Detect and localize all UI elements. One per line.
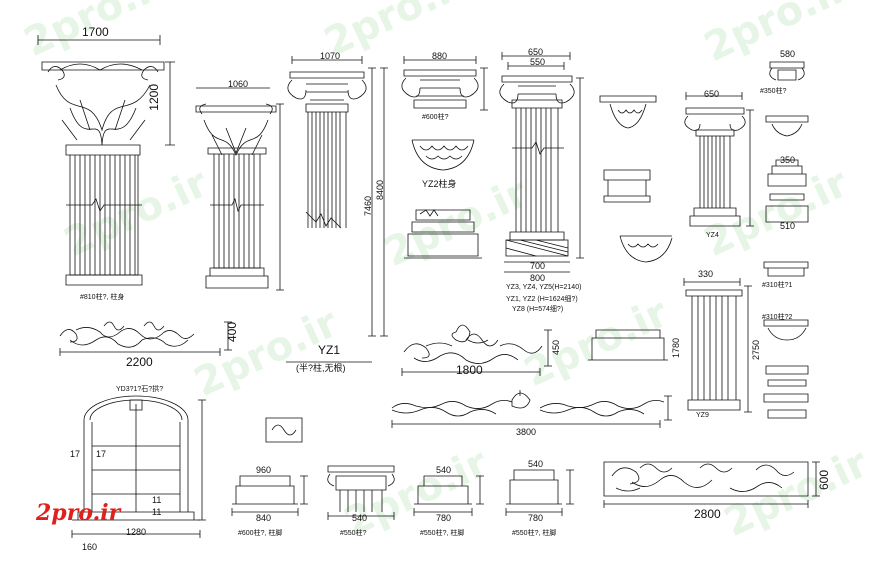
label-w11b: 11 <box>152 507 162 517</box>
dim-1280: 1280 <box>126 527 147 537</box>
caption-c7: #350柱? <box>760 88 787 95</box>
dim-510: 510 <box>780 221 796 231</box>
dim-600: 600 <box>817 470 831 491</box>
label-yz9: YZ9 <box>696 412 709 419</box>
label-yz8: YZ8 (H=574细?) <box>512 306 564 313</box>
column-base-550 <box>413 475 484 516</box>
caption-c4: #550柱? <box>340 530 367 537</box>
dim-540: 540 <box>352 513 368 523</box>
corinthian-column-large <box>37 35 175 286</box>
ionic-half-column-yz1 <box>286 56 388 363</box>
scroll-ornament-1800 <box>401 324 552 376</box>
caption-c8: #310柱?1 <box>762 282 793 289</box>
dim-580: 580 <box>780 49 796 59</box>
dim-650b: 650 <box>704 89 720 99</box>
label-window-title: YD3?1?石?拱? <box>116 386 164 393</box>
label-yz1-sub: (半?柱,无根) <box>296 363 346 373</box>
arched-window <box>71 395 206 538</box>
small-ornaments-column <box>588 95 673 361</box>
caption-c1: #810柱?, 柱身 <box>80 294 125 301</box>
dim-1070: 1070 <box>320 51 341 61</box>
ionic-column-large <box>499 52 584 273</box>
dim-880: 880 <box>432 51 448 61</box>
dim-540c: 540 <box>528 459 544 469</box>
dim-450: 450 <box>551 340 561 356</box>
site-logo: 2pro.ir <box>36 500 121 526</box>
label-w11a: 11 <box>152 495 162 505</box>
scroll-ornament-3800 <box>391 390 672 428</box>
dim-400: 400 <box>225 322 239 343</box>
small-column-pieces <box>763 61 809 419</box>
scroll-ornament-2200 <box>59 321 232 356</box>
ionic-column-yz4 <box>684 92 754 227</box>
ionic-capital-880 <box>401 56 488 111</box>
label-yz4: YZ4 <box>706 232 719 239</box>
label-yz2-title: YZ2柱身 <box>422 179 457 189</box>
label-yz3: YZ3, YZ4, YZ5(H=2140) <box>506 284 582 291</box>
caption-c6: #550柱?, 柱脚 <box>512 530 557 537</box>
dim-330: 330 <box>698 269 714 279</box>
corinthian-column-medium <box>195 87 284 291</box>
dim-780b: 780 <box>528 513 544 523</box>
dim-1700: 1700 <box>82 25 109 39</box>
scroll-ornament-2800 <box>603 461 820 508</box>
caption-c3: #600柱?, 柱脚 <box>238 530 283 537</box>
dim-960: 960 <box>256 465 272 475</box>
dim-8400: 8400 <box>375 180 385 201</box>
dim-540b: 540 <box>436 465 452 475</box>
dim-550: 550 <box>530 57 546 67</box>
caption-c5: #550柱?, 柱脚 <box>420 530 465 537</box>
dim-2800: 2800 <box>694 507 721 521</box>
dim-1780: 1780 <box>671 338 681 359</box>
dim-7460: 7460 <box>363 196 373 217</box>
dim-2200: 2200 <box>126 355 153 369</box>
label-yz1b: YZ1, YZ2 (H=1624细?) <box>506 296 578 303</box>
dim-2750: 2750 <box>751 340 761 361</box>
dim-700: 700 <box>530 261 546 271</box>
dim-840: 840 <box>256 513 272 523</box>
column-base-550b <box>505 469 574 516</box>
column-base-yz2 <box>404 209 482 259</box>
label-w17b: 17 <box>96 449 107 459</box>
small-ornament-panel <box>265 417 303 443</box>
label-yz1: YZ1 <box>318 343 341 357</box>
label-w17a: 17 <box>70 449 81 459</box>
caption-c2: #600柱? <box>422 114 449 121</box>
dim-350: 350 <box>780 155 796 165</box>
column-yz9 <box>683 278 752 413</box>
dim-1060: 1060 <box>228 79 249 89</box>
dim-1800: 1800 <box>456 363 483 377</box>
column-capital-550 <box>327 465 395 520</box>
dim-650: 650 <box>528 47 544 57</box>
dim-800: 800 <box>530 273 546 283</box>
caption-c9: #310柱?2 <box>762 314 793 321</box>
column-base-600 <box>231 475 308 516</box>
dim-160: 160 <box>82 542 98 552</box>
dim-1200: 1200 <box>147 84 161 111</box>
dim-780: 780 <box>436 513 452 523</box>
ornament-bowl <box>411 139 475 171</box>
dim-3800: 3800 <box>516 427 537 437</box>
